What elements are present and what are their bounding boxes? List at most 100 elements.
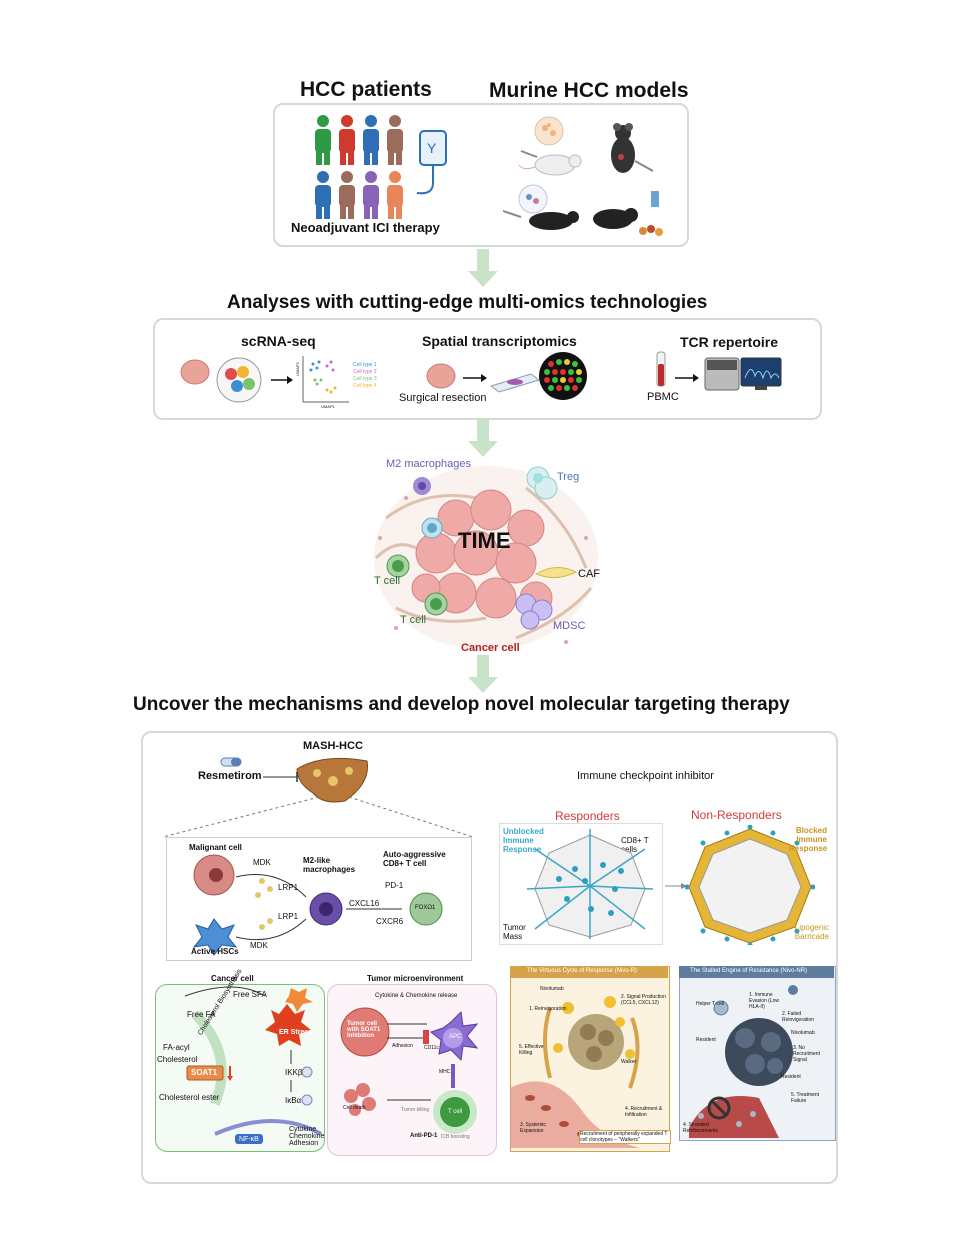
black-mouse-icon xyxy=(593,208,638,229)
white-mouse-icon xyxy=(518,154,582,176)
se-nivolumab: Nivolumab xyxy=(791,1030,815,1036)
murine-models-title: Murine HCC models xyxy=(489,79,689,102)
person-icon xyxy=(387,171,403,219)
person-icon xyxy=(315,115,331,165)
er-stress-label: ER Stress xyxy=(279,1029,313,1036)
lrp1-label-1: LRP1 xyxy=(278,883,299,892)
black-mouse-icon xyxy=(529,211,579,230)
analyses-panel: scRNA-seq Spatial transcriptomics TCR re… xyxy=(153,318,822,420)
lrp1-label-2: LRP1 xyxy=(278,912,299,921)
bottom-title: Uncover the mechanisms and develop novel… xyxy=(133,694,790,715)
patients-icon-group: Y xyxy=(315,115,447,219)
person-icon xyxy=(363,115,379,165)
responders-label: Responders xyxy=(555,809,620,823)
transition-arrow xyxy=(665,883,687,889)
mdsc-icon xyxy=(515,593,553,630)
se-s3: 3. No Recruitment Signal xyxy=(793,1045,820,1063)
hcc-patients-title: HCC patients xyxy=(300,78,432,101)
vc-s3: 3. Systemic Expansion xyxy=(520,1122,546,1134)
iv-bag-icon: Y xyxy=(416,130,447,195)
ici-title: Immune checkpoint inhibitor xyxy=(577,770,714,782)
m2-label: M2 macrophages xyxy=(386,458,471,470)
treg-icon xyxy=(526,466,558,500)
vc-s1: 1. Reinvigoration xyxy=(529,1006,567,1012)
pbmc-label: PBMC xyxy=(647,391,679,403)
resmetirom-label: Resmetirom xyxy=(198,770,262,782)
mash-title: MASH-HCC xyxy=(303,740,363,752)
blocked-label: Blocked Immune Response xyxy=(789,826,828,853)
black-mouse-icon xyxy=(611,123,654,173)
auto-label: Auto-aggressive CD8+ T cell xyxy=(383,850,446,868)
cytokine-label: Cytokine Chemokine Adhesion xyxy=(289,1126,325,1147)
spatial-illustration xyxy=(426,352,587,400)
se-resident-2: Resident xyxy=(781,1074,801,1080)
vc-s4: 4. Recruitment & Infiltration xyxy=(625,1106,663,1118)
m2-macrophage-icon xyxy=(413,477,431,495)
nonresponder-tumor xyxy=(685,825,815,945)
mash-cells xyxy=(192,854,443,956)
zoom-lines xyxy=(162,796,474,838)
chol-ester-label: Cholesterol ester xyxy=(159,1093,220,1102)
therapy-label: Neoadjuvant ICI therapy xyxy=(291,220,440,235)
adhesion-label: Adhesion xyxy=(392,1043,413,1049)
se-s1: 1. Immune Evasion (Low HLA-II) xyxy=(749,992,780,1010)
cholesterol-label: Cholesterol xyxy=(157,1055,198,1064)
cancer-pathway xyxy=(184,986,322,1144)
se-helper: Helper T-cell xyxy=(696,1001,724,1007)
flow-arrow xyxy=(468,655,498,693)
virtuous-header xyxy=(510,966,668,978)
vc-s5: 5. Effective Killing xyxy=(519,1044,544,1056)
mhc-label: MHC xyxy=(439,1069,451,1075)
cxcr6-label: CXCR6 xyxy=(376,917,404,926)
stalled-illustration xyxy=(689,985,798,1138)
scrna-illustration xyxy=(180,356,349,403)
lipogenic-label: Lipogenic Barricade xyxy=(794,923,829,941)
svg-text:Y: Y xyxy=(427,140,437,156)
scrna-label: scRNA-seq xyxy=(241,333,316,349)
virtuous-title: The Virtuous Cycle of Response (Nivo-R) xyxy=(527,968,637,974)
analyses-title: Analyses with cutting-edge multi-omics t… xyxy=(227,292,708,313)
cancer-label: Cancer cell xyxy=(461,642,520,654)
spatial-label: Spatial transcriptomics xyxy=(422,333,577,349)
celldeath-label: Cell death xyxy=(343,1105,366,1111)
responder-tumor xyxy=(526,829,654,939)
inhibit-line xyxy=(263,772,298,782)
tcell-icon xyxy=(424,592,448,616)
soat1-label: SOAT1 xyxy=(191,1068,218,1077)
tumor-cell-label: Tumor cell with SOAT1 inhibition xyxy=(347,1021,381,1039)
cell-type-1: Cell type 1 xyxy=(353,362,377,368)
person-icon xyxy=(339,171,355,219)
free-fa-label: Free FA xyxy=(187,1010,216,1019)
treg-label: Treg xyxy=(557,471,580,483)
cell-type-2: Cell type 2 xyxy=(353,369,377,375)
umap-y-label: UMAP2 xyxy=(295,362,300,376)
caf-fibers xyxy=(374,486,593,640)
tme-title: Tumor microenvironment xyxy=(367,974,464,983)
hsc-label: Active HSCs xyxy=(191,947,239,956)
liver-icon xyxy=(296,757,369,803)
mice-illustration xyxy=(503,116,663,236)
icb-boost-label: ICB boosting xyxy=(441,1134,470,1140)
time-center-label: TIME xyxy=(458,528,511,553)
person-icon xyxy=(315,171,331,219)
stalled-title: The Stalled Engine of Resistance (Nivo-N… xyxy=(690,968,808,974)
foxo1-label: FOXO1 xyxy=(415,905,436,911)
tcr-illustration xyxy=(656,351,782,391)
unblocked-label: Unblocked Immune Response xyxy=(503,827,544,854)
tcell-icon xyxy=(386,554,410,578)
fa-acyl-label: FA-acyl xyxy=(163,1043,190,1052)
person-icon xyxy=(339,115,355,165)
cell-type-4: Cell type 4 xyxy=(353,383,377,389)
se-s4: 4. Stranded Reinforcements xyxy=(683,1122,719,1134)
mdk-label-2: MDK xyxy=(250,941,268,950)
ikkb-label: IKKβ xyxy=(285,1068,303,1077)
mdk-label-1: MDK xyxy=(253,858,271,867)
cancer-cell-title: Cancer cell xyxy=(211,974,254,983)
anti-pd1-label: Anti-PD-1 xyxy=(410,1133,438,1139)
tcell-label-1: T cell xyxy=(374,575,401,587)
release-label: Cytokine & Chemokine release xyxy=(375,993,458,999)
se-s2: 2. Failed Reinvigoration xyxy=(782,1011,814,1023)
spatial-spots xyxy=(544,359,582,391)
ikba-label: IκBα xyxy=(285,1096,302,1105)
nonresponders-label: Non-Responders xyxy=(691,808,782,822)
